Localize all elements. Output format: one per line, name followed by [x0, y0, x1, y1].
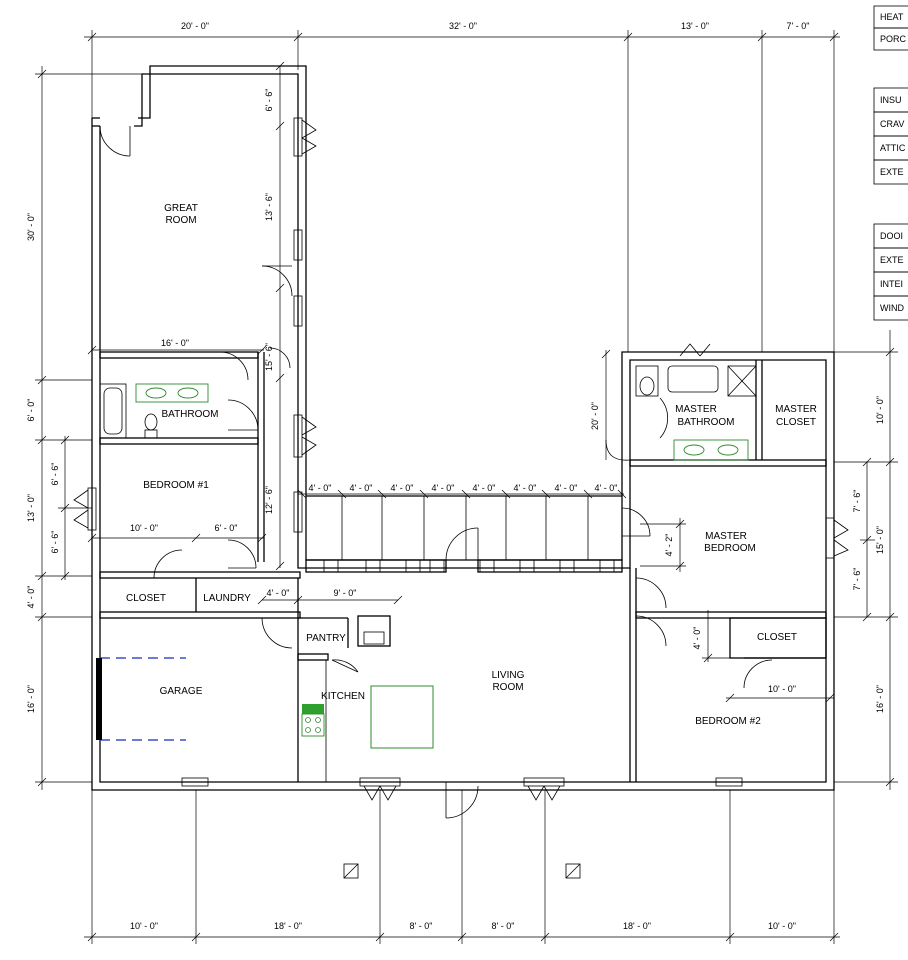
dim-bottom-5: 18' - 0" — [623, 921, 651, 931]
label-living-room-2: ROOM — [492, 682, 523, 693]
dim-bedroom1-a: 10' - 0" — [130, 523, 158, 533]
dim-hall-8: 4' - 0" — [595, 483, 618, 493]
kitchen-area: 4' - 0" 9' - 0" — [257, 588, 434, 782]
dim-right-inner-2: 7' - 6" — [852, 568, 862, 591]
label-great-room-1: GREAT — [164, 203, 198, 214]
dim-left-4: 4' - 0" — [26, 586, 36, 609]
east-wing-dimensions: 20' - 0" 4' - 2" 4' - 0" 10' - 0" — [590, 349, 835, 703]
dim-bedroom1-b: 6' - 0" — [215, 523, 238, 533]
schedule-row-heat: HEAT — [880, 12, 904, 22]
dim-right-3: 16' - 0" — [875, 685, 885, 713]
schedule-row-exterior: EXTE — [880, 167, 904, 177]
west-wing-interior-walls — [73, 351, 301, 782]
label-master-closet-2: CLOSET — [776, 417, 816, 428]
label-bathroom: BATHROOM — [161, 409, 218, 420]
label-kitchen: KITCHEN — [321, 691, 365, 702]
dim-great-room-side-4: 12' - 6" — [264, 486, 274, 514]
dim-left-1: 30' - 0" — [26, 213, 36, 241]
top-dimension-string: 20' - 0" 32' - 0" 13' - 0" 7' - 0" — [84, 21, 840, 352]
west-wing-dimensions: 16' - 0" 10' - 0" 6' - 0" 6' - 6" 13' - … — [87, 61, 285, 571]
dim-left-inner-1: 6' - 6" — [50, 463, 60, 486]
label-living-room-1: LIVING — [492, 670, 525, 681]
dim-right-2: 15' - 0" — [875, 526, 885, 554]
schedule-tables: HEAT PORC INSU CRAV ATTIC EXTE DOOI EXTE… — [873, 5, 908, 321]
label-master-bedroom-2: BEDROOM — [704, 543, 756, 554]
dim-top-1: 20' - 0" — [181, 21, 209, 31]
dim-left-3: 13' - 0" — [26, 494, 36, 522]
schedule-row-doors: DOOI — [880, 231, 903, 241]
south-wall-openings — [181, 777, 743, 879]
label-great-room-2: ROOM — [165, 215, 196, 226]
dim-great-room-side-2: 13' - 6" — [264, 193, 274, 221]
label-master-bedroom-1: MASTER — [705, 531, 747, 542]
bathroom-fixtures — [99, 383, 209, 439]
left-dimension-string: 30' - 0" 6' - 0" 13' - 0" 4' - 0" 16' - … — [26, 66, 150, 790]
dim-hall-7: 4' - 0" — [555, 483, 578, 493]
dim-bottom-2: 18' - 0" — [274, 921, 302, 931]
label-bedroom2: BEDROOM #2 — [695, 716, 761, 727]
dim-hall-4: 4' - 0" — [432, 483, 455, 493]
exterior-walls — [91, 65, 835, 791]
dim-left-5: 16' - 0" — [26, 685, 36, 713]
label-master-bathroom-2: BATHROOM — [677, 417, 734, 428]
dim-hall-1: 4' - 0" — [309, 483, 332, 493]
label-bedroom1: BEDROOM #1 — [143, 480, 209, 491]
dim-hall-5: 4' - 0" — [473, 483, 496, 493]
hall-dimension-string: 4' - 0" 4' - 0" 4' - 0" 4' - 0" 4' - 0" … — [297, 483, 627, 499]
east-wing-interior-walls — [621, 343, 849, 782]
dim-top-3: 13' - 0" — [681, 21, 709, 31]
label-master-bathroom-1: MASTER — [675, 404, 717, 415]
dim-bathroom-width: 16' - 0" — [161, 338, 189, 348]
dim-bedroom2-width: 10' - 0" — [768, 684, 796, 694]
dim-master-bath-height: 20' - 0" — [590, 402, 600, 430]
dim-left-inner-2: 6' - 6" — [50, 531, 60, 554]
label-master-closet-1: MASTER — [775, 404, 817, 415]
label-closet2: CLOSET — [757, 632, 797, 643]
bottom-dimension-string: 10' - 0" 18' - 0" 8' - 0" 8' - 0" 18' - … — [84, 790, 840, 944]
left-inner-dimension-string: 6' - 6" 6' - 6" — [50, 435, 92, 581]
label-pantry: PANTRY — [306, 633, 346, 644]
schedule-row-porch: PORC — [880, 34, 907, 44]
dim-great-room-side-3: 15' - 6" — [264, 343, 274, 371]
dim-left-2: 6' - 0" — [26, 399, 36, 422]
dim-great-room-side-1: 6' - 6" — [264, 89, 274, 112]
schedule-row-insulation: INSU — [880, 95, 902, 105]
label-closet1: CLOSET — [126, 593, 166, 604]
great-room-windows — [261, 117, 317, 533]
dim-right-inner-1: 7' - 6" — [852, 490, 862, 513]
dim-hall-3: 4' - 0" — [391, 483, 414, 493]
right-dimension-string: 10' - 0" 15' - 0" 16' - 0" 7' - 6" 7' - … — [834, 330, 898, 790]
room-labels: GREAT ROOM BATHROOM BEDROOM #1 CLOSET LA… — [126, 203, 817, 727]
hallway-walls — [305, 495, 623, 573]
garage-door — [96, 657, 186, 741]
dim-kitchen-width: 9' - 0" — [334, 588, 357, 598]
dim-hall-6: 4' - 0" — [514, 483, 537, 493]
schedule-row-interior-doors: INTEI — [880, 279, 903, 289]
schedule-row-crawl: CRAV — [880, 119, 904, 129]
dim-right-1: 10' - 0" — [875, 396, 885, 424]
dim-bottom-3: 8' - 0" — [410, 921, 433, 931]
dim-bottom-4: 8' - 0" — [492, 921, 515, 931]
kitchen-island — [370, 685, 434, 749]
dim-bottom-1: 10' - 0" — [130, 921, 158, 931]
dim-top-2: 32' - 0" — [449, 21, 477, 31]
dim-master-bed-door: 4' - 2" — [664, 534, 674, 557]
schedule-row-windows: WIND — [880, 303, 904, 313]
dim-laundry-door: 4' - 0" — [267, 588, 290, 598]
schedule-row-exterior-doors: EXTE — [880, 255, 904, 265]
dim-top-4: 7' - 0" — [787, 21, 810, 31]
schedule-row-attic: ATTIC — [880, 143, 906, 153]
label-garage: GARAGE — [160, 686, 203, 697]
dim-closet2-height: 4' - 0" — [692, 627, 702, 650]
label-laundry: LAUNDRY — [203, 593, 251, 604]
dim-hall-2: 4' - 0" — [350, 483, 373, 493]
dim-bottom-6: 10' - 0" — [768, 921, 796, 931]
